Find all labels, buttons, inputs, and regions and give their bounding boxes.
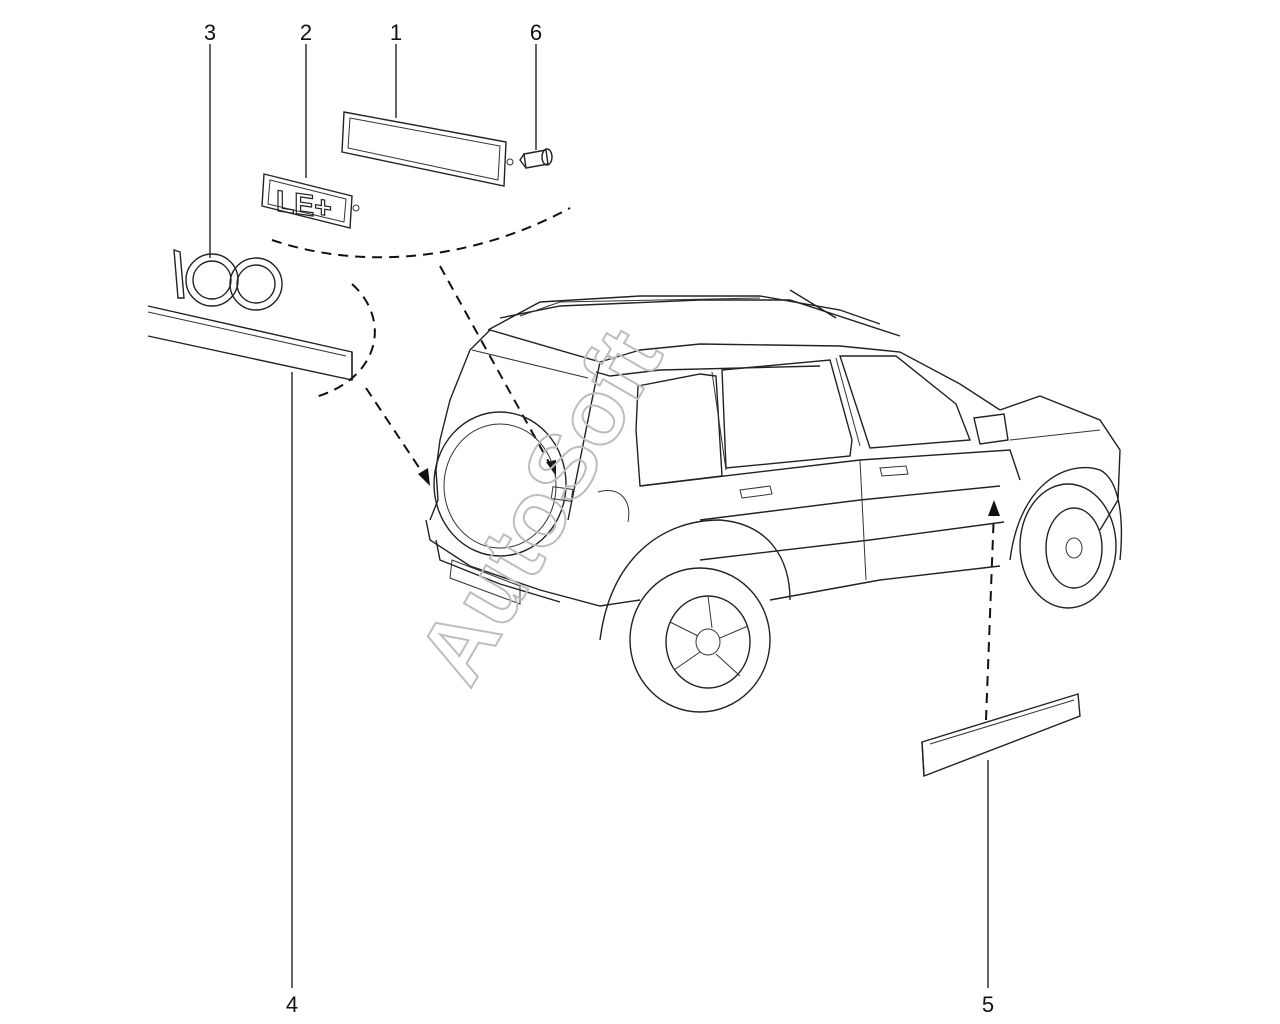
callout-2: 2 (300, 20, 312, 45)
part-5-side-molding (921, 693, 1081, 777)
callout-6: 6 (530, 20, 542, 45)
assembly-arrows (365, 265, 1000, 721)
part-4-molding (147, 305, 353, 381)
detail-arc-lower (311, 283, 376, 399)
leader-lines (209, 44, 989, 988)
vehicle-illustration (425, 289, 1123, 713)
callout-5: 5 (982, 992, 994, 1017)
watermark-text: AutoSoft (399, 313, 681, 700)
part-1-nameplate (341, 111, 514, 187)
callout-1: 1 (390, 20, 402, 45)
callout-4: 4 (286, 992, 298, 1017)
part-6-clip (519, 148, 553, 169)
svg-text:LE+: LE+ (276, 185, 332, 226)
callout-3: 3 (204, 20, 216, 45)
part-3-badge (173, 249, 283, 311)
part-2-emblem: LE+ (261, 173, 360, 229)
detail-arc-upper (271, 207, 571, 259)
